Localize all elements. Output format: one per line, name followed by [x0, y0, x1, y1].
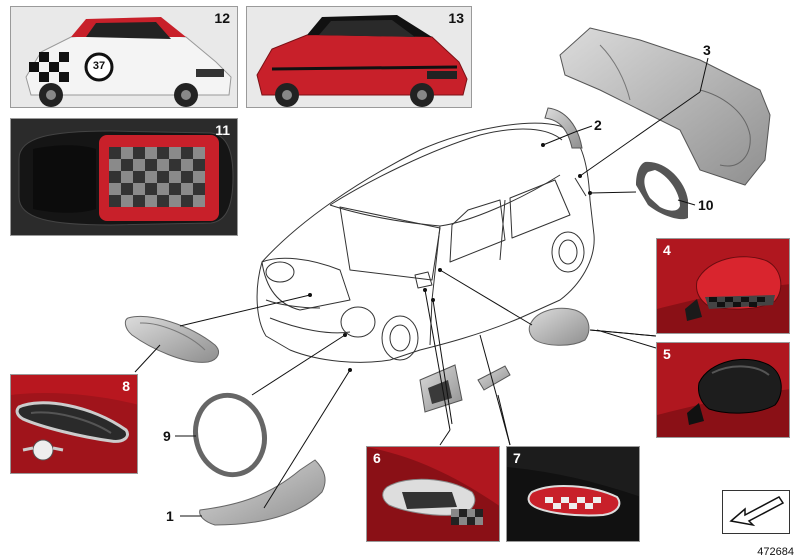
photo-7-side-scuttle: 7	[506, 446, 640, 542]
badge-number: 37	[92, 60, 106, 72]
roof-illustration	[18, 130, 234, 226]
reference-number: 472684	[757, 546, 794, 558]
arrow-icon	[729, 496, 785, 527]
photo-number-4: 4	[663, 242, 671, 258]
photo-12-white-livery: 37 12	[10, 6, 238, 108]
callout-10: 10	[698, 197, 714, 213]
leader-dots	[308, 143, 592, 372]
photo-4-red-mirror-cap: 4	[656, 238, 790, 334]
car-outline	[256, 122, 595, 363]
part-arc-trim	[544, 107, 583, 149]
callout-2: 2	[594, 117, 602, 133]
photo-number-12: 12	[214, 10, 230, 26]
photo-6-side-indicator: 6	[366, 446, 500, 542]
photo-number-5: 5	[663, 346, 671, 362]
part-side-scuttle	[477, 365, 511, 391]
car-illustration	[25, 17, 232, 107]
part-taillight-ring	[636, 161, 688, 220]
photo-number-7: 7	[513, 450, 521, 466]
leader-lines	[134, 57, 709, 517]
part-air-intake-trim	[124, 316, 219, 363]
part-headlight-ring	[193, 392, 267, 478]
photo-number-11: 11	[215, 122, 230, 138]
mirror-illustration	[657, 358, 789, 437]
part-rear-trim	[559, 27, 771, 186]
part-front-lip	[199, 459, 326, 526]
scuttle-illustration	[507, 467, 639, 541]
photo-11-checkered-roof: 11	[10, 118, 238, 236]
callout-9: 9	[163, 428, 171, 444]
photo-5-carbon-mirror-cap: 5	[656, 342, 790, 438]
mirror-illustration	[657, 256, 789, 333]
indicator-illustration	[367, 447, 499, 541]
air-intake-illustration	[11, 393, 137, 473]
car-illustration	[256, 15, 468, 107]
photo-number-6: 6	[373, 450, 381, 466]
orientation-mark	[722, 490, 790, 534]
photo-13-red-car: 13	[246, 6, 472, 108]
part-side-indicator	[419, 364, 463, 413]
photo-8-air-intake: 8	[10, 374, 138, 474]
photo-number-13: 13	[448, 10, 464, 26]
callout-3: 3	[703, 42, 711, 58]
part-mirror-cap	[528, 307, 590, 346]
callout-1: 1	[166, 508, 174, 524]
photo-number-8: 8	[122, 378, 130, 394]
